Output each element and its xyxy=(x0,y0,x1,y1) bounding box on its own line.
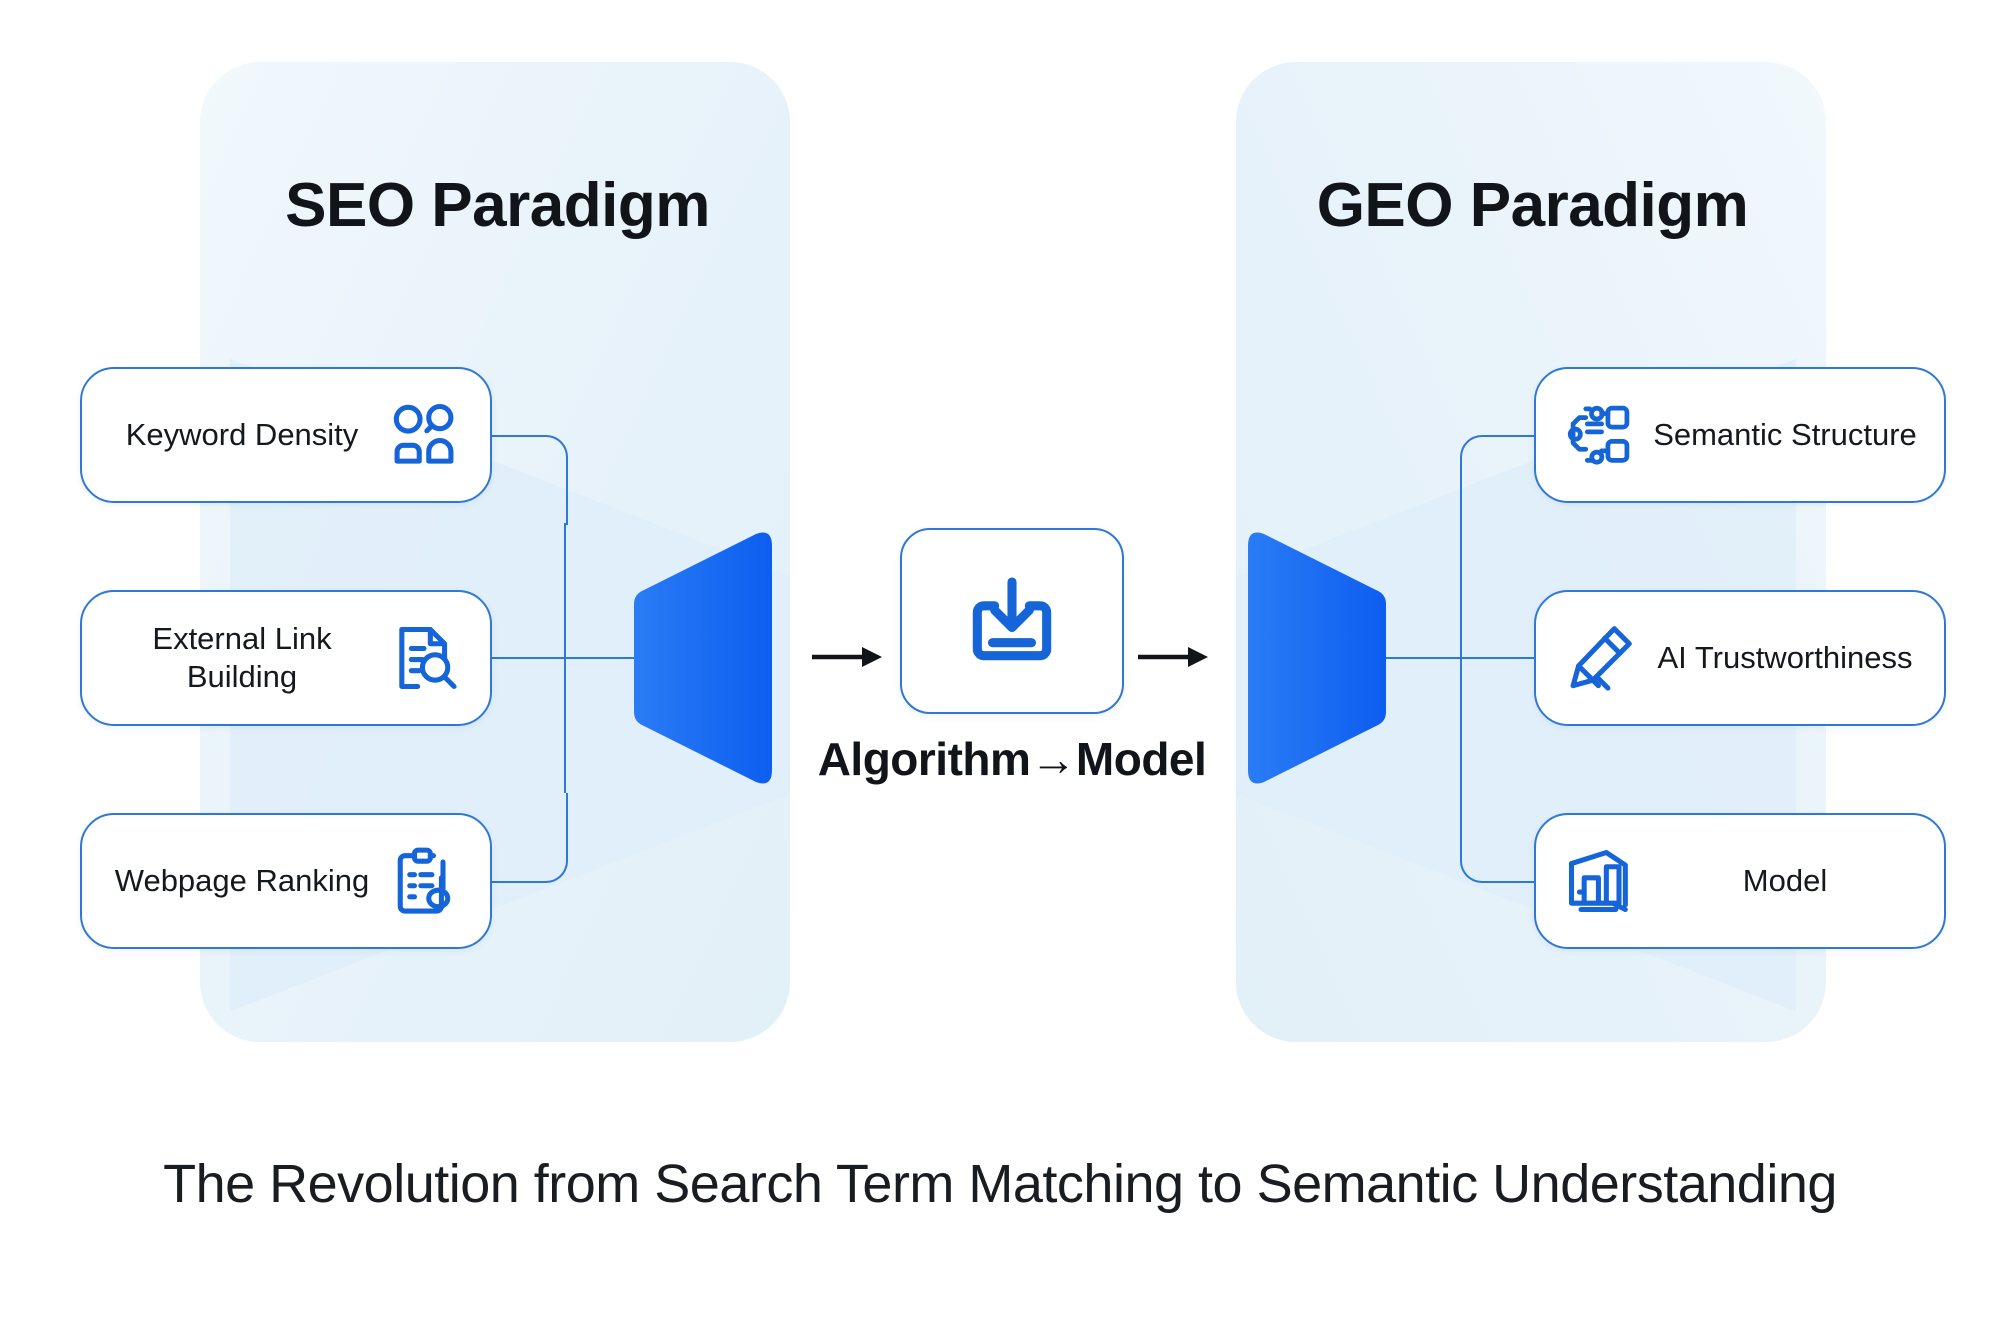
left-paradigm-title: SEO Paradigm xyxy=(285,171,710,240)
card-ai-trustworthiness-label: AI Trustworthiness xyxy=(1657,640,1913,676)
card-ai-trustworthiness[interactable]: AI Trustworthiness xyxy=(1534,590,1946,726)
card-external-link-building[interactable]: External Link Building xyxy=(80,590,492,726)
pencil-edit-icon xyxy=(1562,620,1638,696)
card-model-label: Model xyxy=(1742,863,1828,899)
grid-shapes-icon xyxy=(386,397,462,473)
semantic-network-icon xyxy=(1562,397,1638,473)
center-model-card[interactable] xyxy=(900,528,1124,714)
card-external-link-building-label: External Link Building xyxy=(152,621,332,694)
card-semantic-structure[interactable]: Semantic Structure xyxy=(1534,367,1946,503)
document-search-icon xyxy=(386,620,462,696)
left-connector-middle xyxy=(492,657,642,659)
card-webpage-ranking[interactable]: Webpage Ranking xyxy=(80,813,492,949)
card-semantic-structure-label: Semantic Structure xyxy=(1653,417,1917,453)
left-funnel-shape xyxy=(628,528,778,788)
center-label: Algorithm→Model xyxy=(817,733,1207,785)
right-connector-top xyxy=(1460,435,1536,525)
bar-chart-building-icon xyxy=(1562,843,1638,919)
right-connector-middle xyxy=(1384,657,1534,659)
right-paradigm-title: GEO Paradigm xyxy=(1316,171,1749,240)
clipboard-checklist-icon xyxy=(386,843,462,919)
bottom-caption: The Revolution from Search Term Matching… xyxy=(163,1154,1837,1214)
card-webpage-ranking-label: Webpage Ranking xyxy=(114,863,370,899)
right-connector-bottom xyxy=(1460,793,1536,883)
arrow-right-icon-out xyxy=(1138,640,1214,674)
card-keyword-density-label: Keyword Density xyxy=(125,417,359,453)
left-connector-bottom xyxy=(492,793,568,883)
card-model[interactable]: Model xyxy=(1534,813,1946,949)
arrow-right-icon-in xyxy=(812,640,888,674)
left-connector-top xyxy=(492,435,568,525)
download-icon xyxy=(960,569,1064,673)
right-funnel-shape xyxy=(1242,528,1392,788)
card-keyword-density[interactable]: Keyword Density xyxy=(80,367,492,503)
